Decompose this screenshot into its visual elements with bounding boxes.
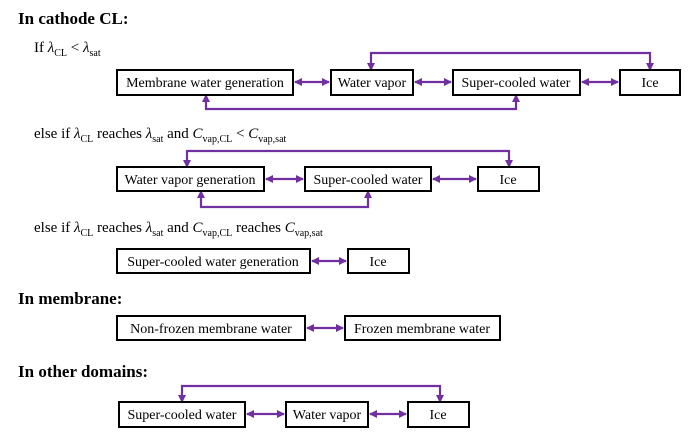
box-ice: Ice	[619, 69, 681, 96]
box-frozen-membrane-water: Frozen membrane water	[344, 315, 501, 341]
svg-text:Super-cooled water: Super-cooled water	[462, 76, 571, 91]
svg-text:Water vapor generation: Water vapor generation	[124, 173, 255, 188]
box-super-cooled-water: Super-cooled water	[452, 69, 581, 96]
svg-text:Ice: Ice	[499, 173, 516, 188]
vapor-ice-arrow	[367, 51, 654, 71]
box-water-vapor-generation: Water vapor generation	[116, 166, 265, 192]
generation-ice-arrow	[183, 149, 513, 168]
svg-text:Super-cooled water generation: Super-cooled water generation	[127, 255, 299, 270]
cathode-heading: In cathode CL:	[18, 9, 129, 28]
svg-text:Super-cooled water: Super-cooled water	[128, 408, 237, 423]
svg-text:Non-frozen membrane water: Non-frozen membrane water	[130, 322, 292, 337]
svg-text:Membrane water generation: Membrane water generation	[126, 76, 284, 91]
supercooled-ice-top-arrow	[178, 384, 444, 403]
box-ice-2: Ice	[477, 166, 540, 192]
box-water-vapor-3: Water vapor	[285, 401, 369, 428]
box-water-vapor: Water vapor	[330, 69, 414, 96]
svg-text:Ice: Ice	[429, 408, 446, 423]
box-ice-4: Ice	[407, 401, 470, 428]
other-heading: In other domains:	[18, 362, 148, 381]
generation-supercooled-arrow	[202, 94, 520, 111]
other-connectors	[178, 384, 444, 418]
row1-connectors	[202, 51, 654, 111]
row2-connectors	[183, 149, 513, 209]
svg-text:Ice: Ice	[369, 255, 386, 270]
svg-text:Super-cooled water: Super-cooled water	[314, 173, 423, 188]
generation-supercooled-arrow-2	[197, 190, 372, 209]
box-super-cooled-water-3: Super-cooled water	[118, 401, 246, 428]
condition-3: else if λCL reaches λsat and Cvap,CL rea…	[34, 220, 323, 239]
box-ice-3: Ice	[347, 248, 410, 274]
svg-text:Water vapor: Water vapor	[293, 408, 362, 423]
condition-1: If λCL < λsat	[34, 40, 101, 59]
box-super-cooled-water-generation: Super-cooled water generation	[116, 248, 311, 274]
box-membrane-water-generation: Membrane water generation	[116, 69, 294, 96]
box-super-cooled-water-2: Super-cooled water	[304, 166, 432, 192]
svg-text:Water vapor: Water vapor	[338, 76, 407, 91]
condition-2: else if λCL reaches λsat and Cvap,CL < C…	[34, 126, 287, 145]
membrane-heading: In membrane:	[18, 289, 122, 308]
svg-text:Frozen membrane water: Frozen membrane water	[354, 322, 490, 337]
box-non-frozen-membrane-water: Non-frozen membrane water	[116, 315, 306, 341]
svg-text:Ice: Ice	[641, 76, 658, 91]
